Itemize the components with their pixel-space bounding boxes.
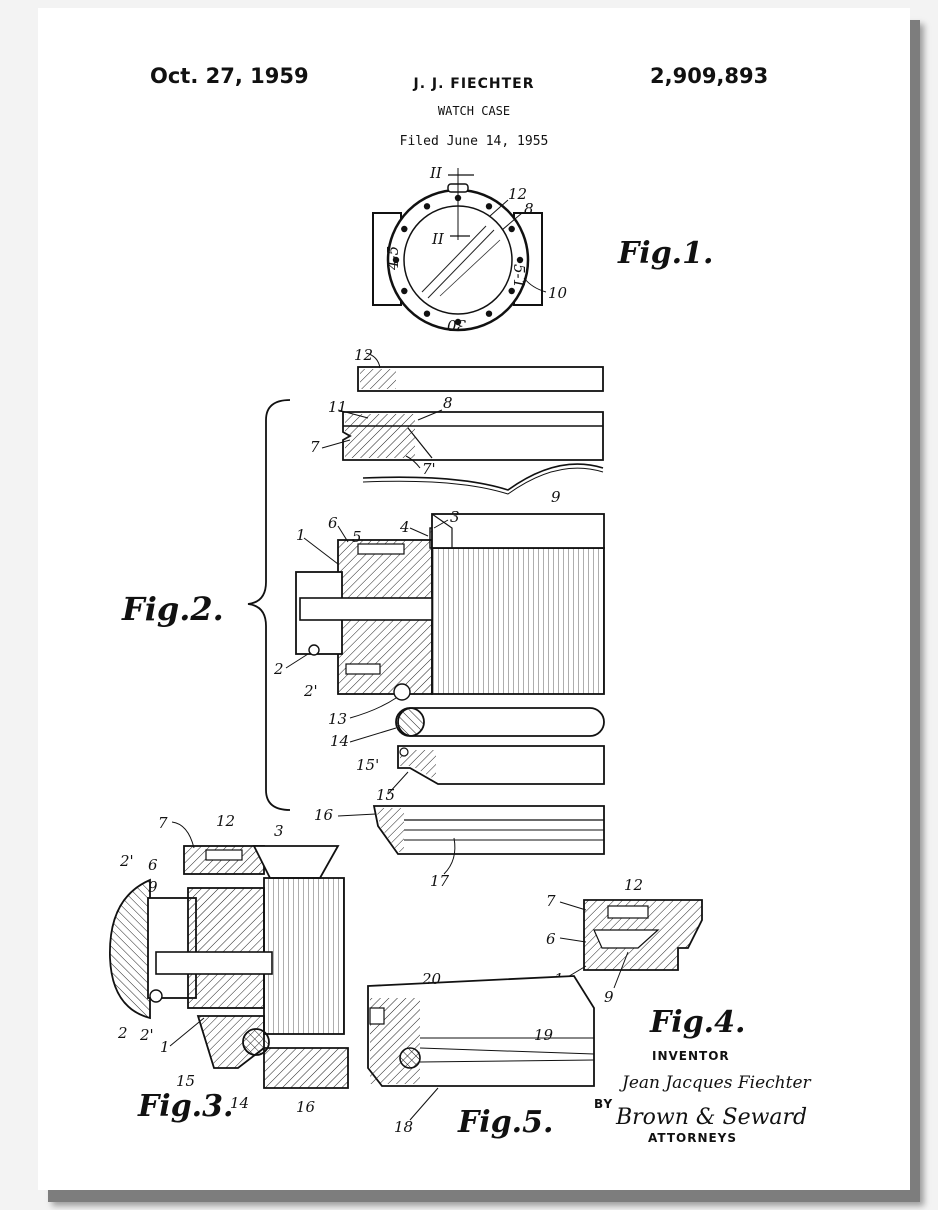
fig2-label-2prime: 2'	[303, 682, 318, 700]
inventor-signature: Jean Jacques Fiechter	[619, 1073, 812, 1093]
bezel-dot	[485, 203, 493, 210]
figure-1-caption: Fig.1.	[617, 236, 713, 271]
fig3-label-14: 14	[230, 1094, 249, 1112]
bezel-dot	[454, 318, 462, 326]
fig2-label-5: 5	[352, 528, 362, 546]
bezel-ring-part	[357, 366, 604, 392]
bezel-dot	[392, 256, 400, 264]
fig2-label-12: 12	[354, 346, 373, 364]
section-mark-mid: II	[431, 230, 445, 248]
fig4-label-9: 9	[604, 988, 614, 1006]
patent-date: Oct. 27, 1959	[150, 64, 309, 88]
fig2-label-15: 15	[376, 786, 395, 804]
patent-drawing: II II 12 8 10 4-5 5-1 30 Fig.1. Fig.2. 1…	[109, 164, 812, 1145]
fig2-label-6: 6	[328, 514, 338, 532]
patent-number: 2,909,893	[650, 64, 769, 88]
signature-block: INVENTOR Jean Jacques Fiechter BY Brown …	[594, 1049, 812, 1145]
winding-stem-tube	[299, 597, 433, 621]
case-middle-part	[295, 513, 605, 701]
figure-5-caption: Fig.5.	[457, 1105, 553, 1140]
figure-4-section: 7 12 6 1 9 Fig.4.	[546, 876, 745, 1040]
fig5-label-18: 18	[394, 1118, 413, 1136]
dial-mark-right: 5-1	[510, 264, 528, 288]
by-label: BY	[594, 1097, 613, 1111]
fig1-label-12: 12	[508, 185, 527, 203]
fig1-label-8: 8	[524, 200, 534, 218]
fig2-label-17: 17	[430, 872, 450, 890]
figure-4-caption: Fig.4.	[649, 1005, 745, 1040]
fig5-label-20: 20	[421, 970, 442, 988]
fig2-label-15prime: 15'	[356, 756, 379, 774]
gasket-section	[242, 1028, 270, 1056]
bezel-dot	[508, 287, 515, 295]
spring-washer	[362, 463, 604, 491]
fig2-label-11: 11	[328, 398, 347, 416]
fig3-label-1: 1	[160, 1038, 170, 1056]
fig4-label-6: 6	[546, 930, 556, 948]
fig3-label-15: 15	[176, 1072, 195, 1090]
fig5-label-19: 19	[534, 1026, 554, 1044]
fig3-label-6: 6	[148, 856, 158, 874]
bezel-dot	[516, 256, 524, 264]
bezel-dot	[423, 203, 431, 210]
dial-mark-left: 4-5	[384, 246, 402, 271]
hatched-section	[360, 369, 396, 389]
hatched-section	[345, 414, 415, 458]
bezel-dot	[485, 310, 493, 317]
bezel-dot	[508, 225, 515, 233]
bezel-dot	[401, 225, 408, 233]
case-back-part	[397, 745, 605, 785]
fig3-label-7: 7	[158, 814, 168, 832]
gasket-ring	[397, 707, 605, 737]
inventor-name: J. J. FIECHTER	[413, 76, 535, 92]
figure-3-assembled: Fig.3. 7 12 3 2' 6 9 2 2' 1 15 14 16	[109, 812, 349, 1124]
attorneys-heading: ATTORNEYS	[648, 1131, 737, 1145]
filing-date: Filed June 14, 1955	[399, 134, 549, 149]
fig2-label-7: 7	[310, 438, 320, 456]
dial-mark-bottom: 30	[446, 316, 466, 334]
fig2-label-13: 13	[328, 710, 347, 728]
fig2-label-2: 2	[273, 660, 284, 678]
fig3-label-2prime-top: 2'	[119, 852, 134, 870]
patent-title: WATCH CASE	[437, 104, 511, 118]
fig2-label-8: 8	[443, 394, 453, 412]
fig3-label-12: 12	[216, 812, 235, 830]
bezel-dot	[401, 287, 408, 295]
figure-2-exploded: Fig.2. 12 11 8 7 7' 9	[121, 346, 605, 890]
crown-cap	[109, 878, 151, 1020]
fig2-label-1: 1	[296, 526, 306, 544]
grouping-brace	[247, 399, 291, 811]
figure-3-caption: Fig.3.	[137, 1089, 233, 1124]
fig2-label-9: 9	[551, 488, 561, 506]
section-mark-top: II	[429, 164, 443, 182]
fig3-label-3: 3	[274, 822, 284, 840]
figure-5-section: 20 19 18 Fig.5.	[367, 970, 595, 1140]
fig2-label-16: 16	[314, 806, 334, 824]
fig1-label-10: 10	[548, 284, 568, 302]
fig2-label-14: 14	[330, 732, 349, 750]
figure-2-caption: Fig.2.	[121, 590, 224, 628]
fig3-label-16: 16	[296, 1098, 316, 1116]
bezel-dots	[392, 194, 524, 326]
attorney-signature: Brown & Seward	[615, 1105, 807, 1130]
fig4-label-7: 7	[546, 892, 556, 910]
patent-sheet: Oct. 27, 1959 J. J. FIECHTER 2,909,893 W…	[38, 8, 910, 1190]
fig2-label-7prime: 7'	[422, 460, 436, 478]
fig3-label-2prime: 2'	[139, 1026, 154, 1044]
fig4-label-12: 12	[624, 876, 643, 894]
bezel-dot	[423, 310, 431, 317]
stem-tube	[155, 951, 273, 975]
fig3-label-9: 9	[148, 878, 158, 896]
fig2-label-3: 3	[450, 508, 460, 526]
figure-1-watch: II II 12 8 10 4-5 5-1 30 Fig.1.	[372, 164, 713, 334]
fig2-label-4: 4	[399, 518, 410, 536]
inventor-heading: INVENTOR	[652, 1049, 730, 1063]
fig3-label-2: 2	[117, 1024, 128, 1042]
